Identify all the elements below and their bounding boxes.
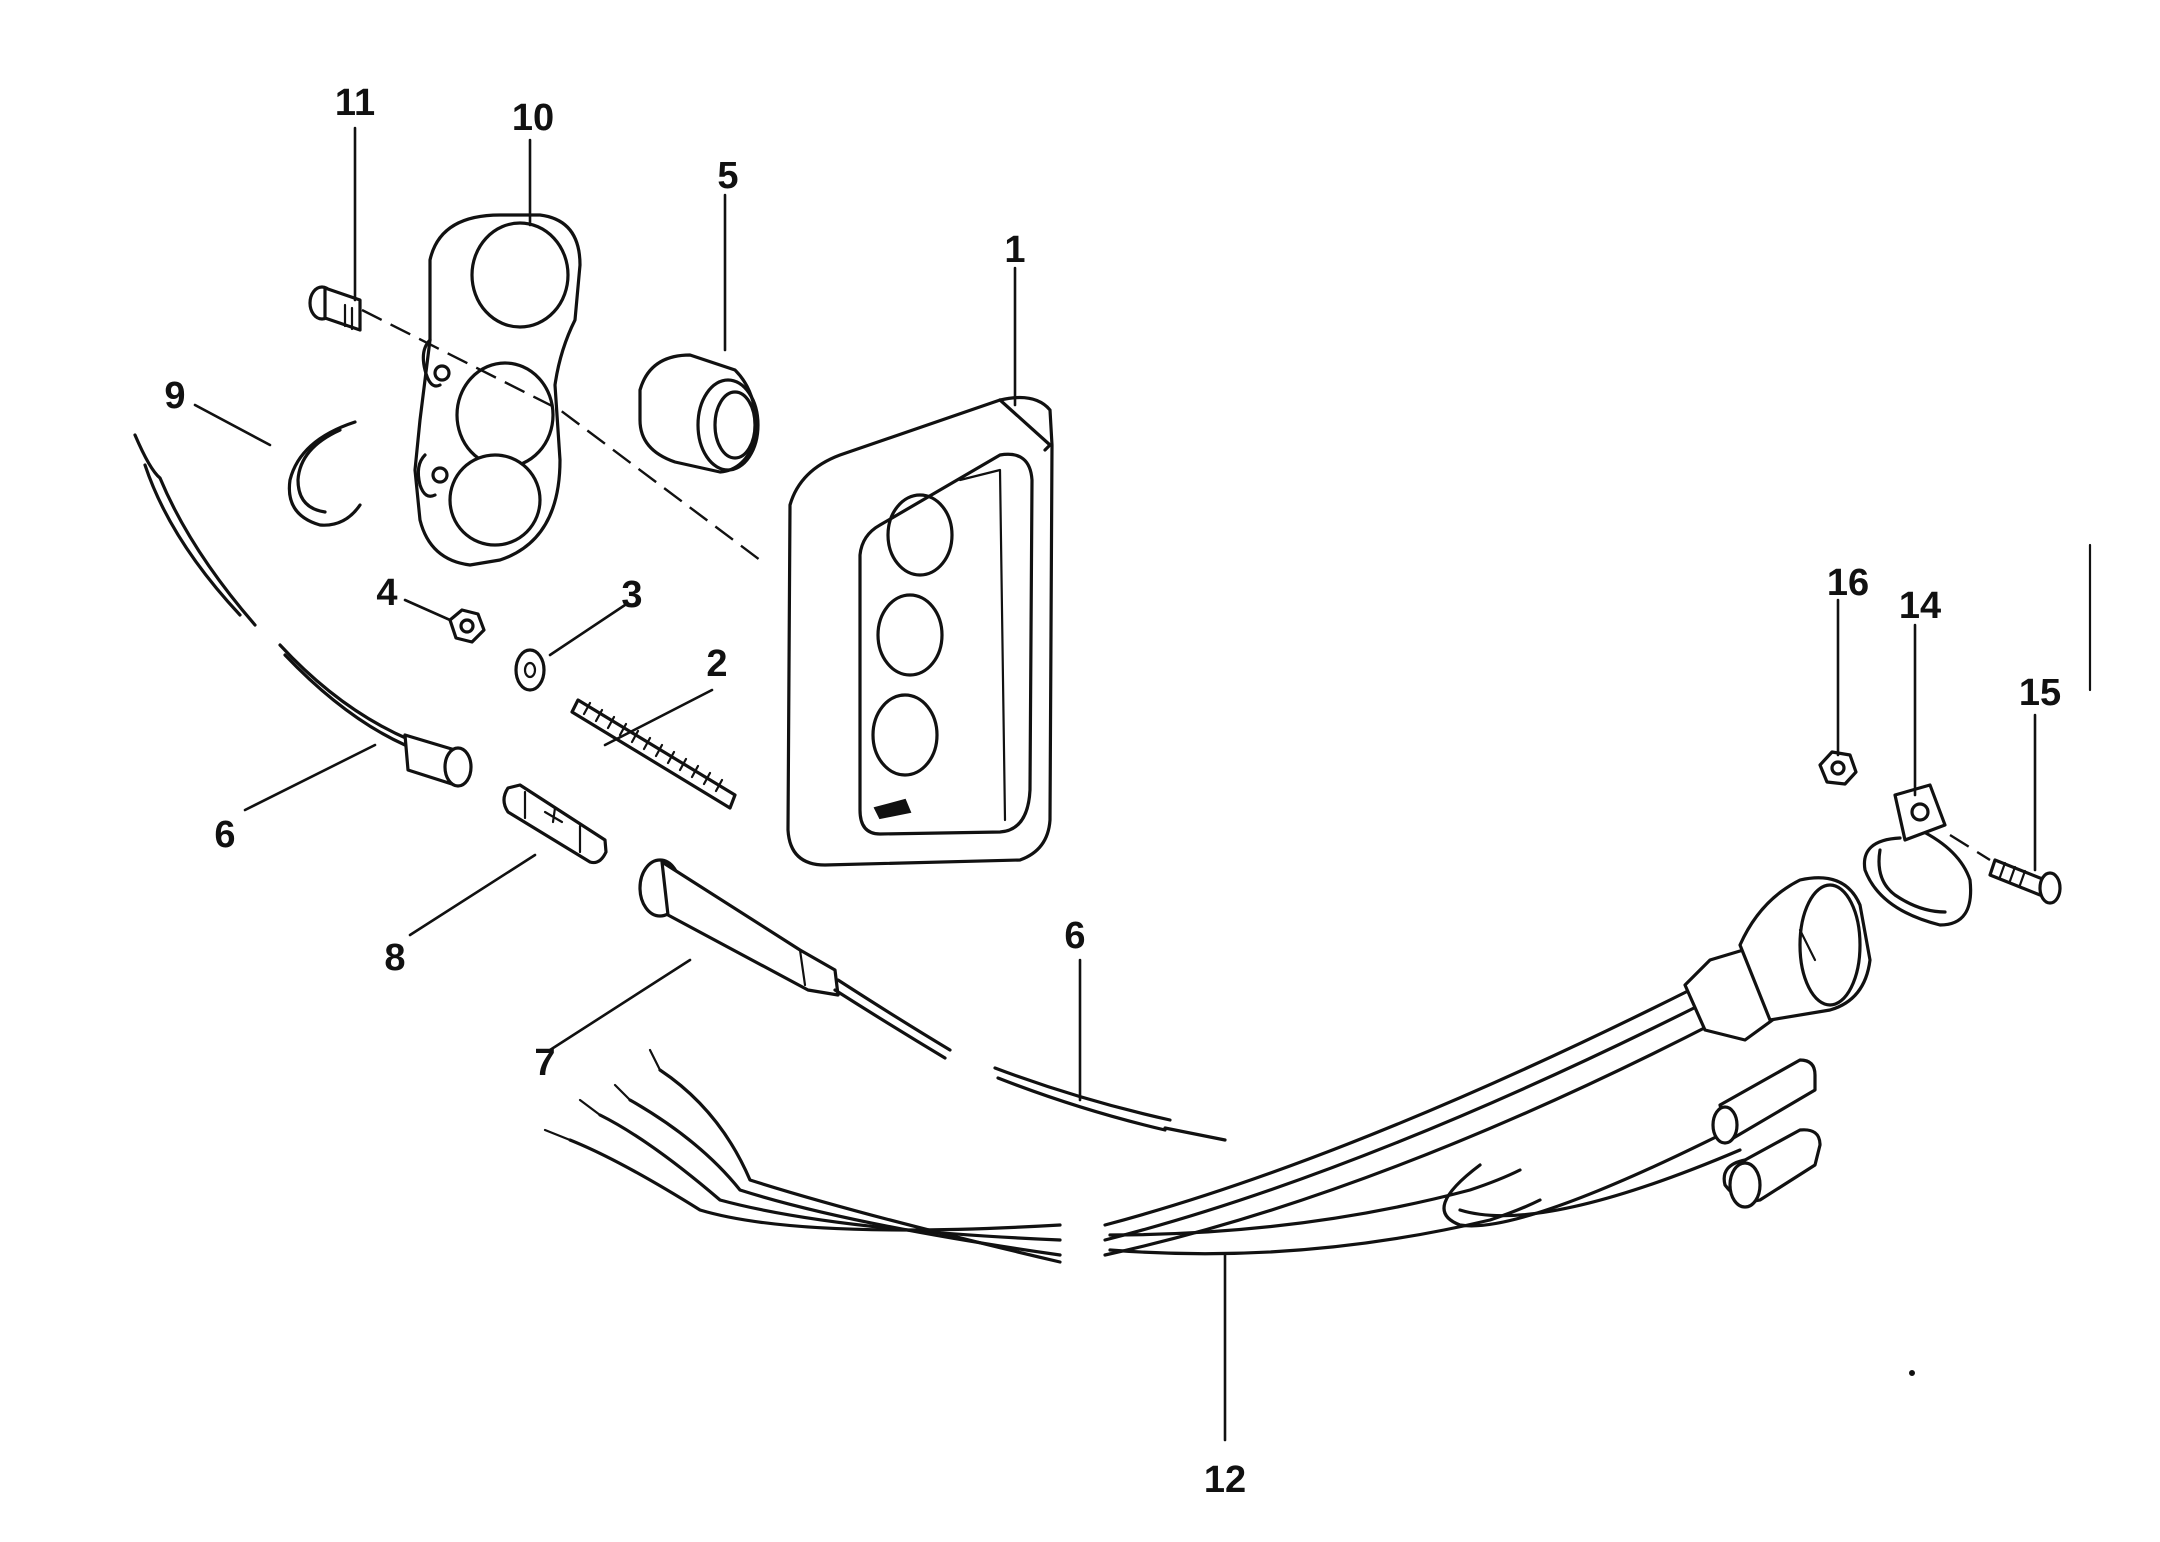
part-6-wire-terminal xyxy=(133,433,473,788)
callout-7: 7 xyxy=(534,1042,555,1084)
callout-16: 16 xyxy=(1827,562,1869,604)
callout-2: 2 xyxy=(706,643,727,685)
part-10-bracket xyxy=(413,213,582,567)
callout-4: 4 xyxy=(376,572,397,614)
callout-3: 3 xyxy=(621,574,642,616)
part-1-housing xyxy=(786,396,1054,867)
part-4-nut xyxy=(448,608,486,644)
part-5-bushing xyxy=(638,353,760,474)
part-8-fuse xyxy=(502,783,608,865)
callout-6-lower: 6 xyxy=(1064,915,1085,957)
part-15-screw xyxy=(1988,858,2062,905)
part-7-fuse-holder xyxy=(638,858,952,1060)
callout-labels: 1 2 3 4 5 6 6 7 8 9 10 11 12 14 15 16 xyxy=(164,82,2061,1501)
part-11-screw xyxy=(308,285,362,332)
part-2-stud xyxy=(570,698,737,810)
callout-14: 14 xyxy=(1899,585,1941,627)
part-14-clamp xyxy=(1862,783,1973,927)
part-3-washer xyxy=(514,648,546,692)
callout-1: 1 xyxy=(1004,229,1025,271)
callout-15: 15 xyxy=(2019,672,2061,714)
callout-10: 10 xyxy=(512,97,554,139)
callout-12: 12 xyxy=(1204,1459,1246,1501)
callout-8: 8 xyxy=(384,937,405,979)
part-6-wire-segment xyxy=(993,1066,1227,1142)
part-12-wiring-harness xyxy=(543,876,1872,1264)
assembly-centerline xyxy=(361,308,1991,862)
callout-9: 9 xyxy=(164,375,185,417)
callout-11: 11 xyxy=(335,82,375,124)
part-9-clip xyxy=(287,420,362,527)
callout-6-upper: 6 xyxy=(214,814,235,856)
part-16-nut xyxy=(1818,750,1858,786)
callout-5: 5 xyxy=(717,155,738,197)
leader-lines xyxy=(193,126,2037,1442)
scan-marks xyxy=(1909,543,2092,1376)
